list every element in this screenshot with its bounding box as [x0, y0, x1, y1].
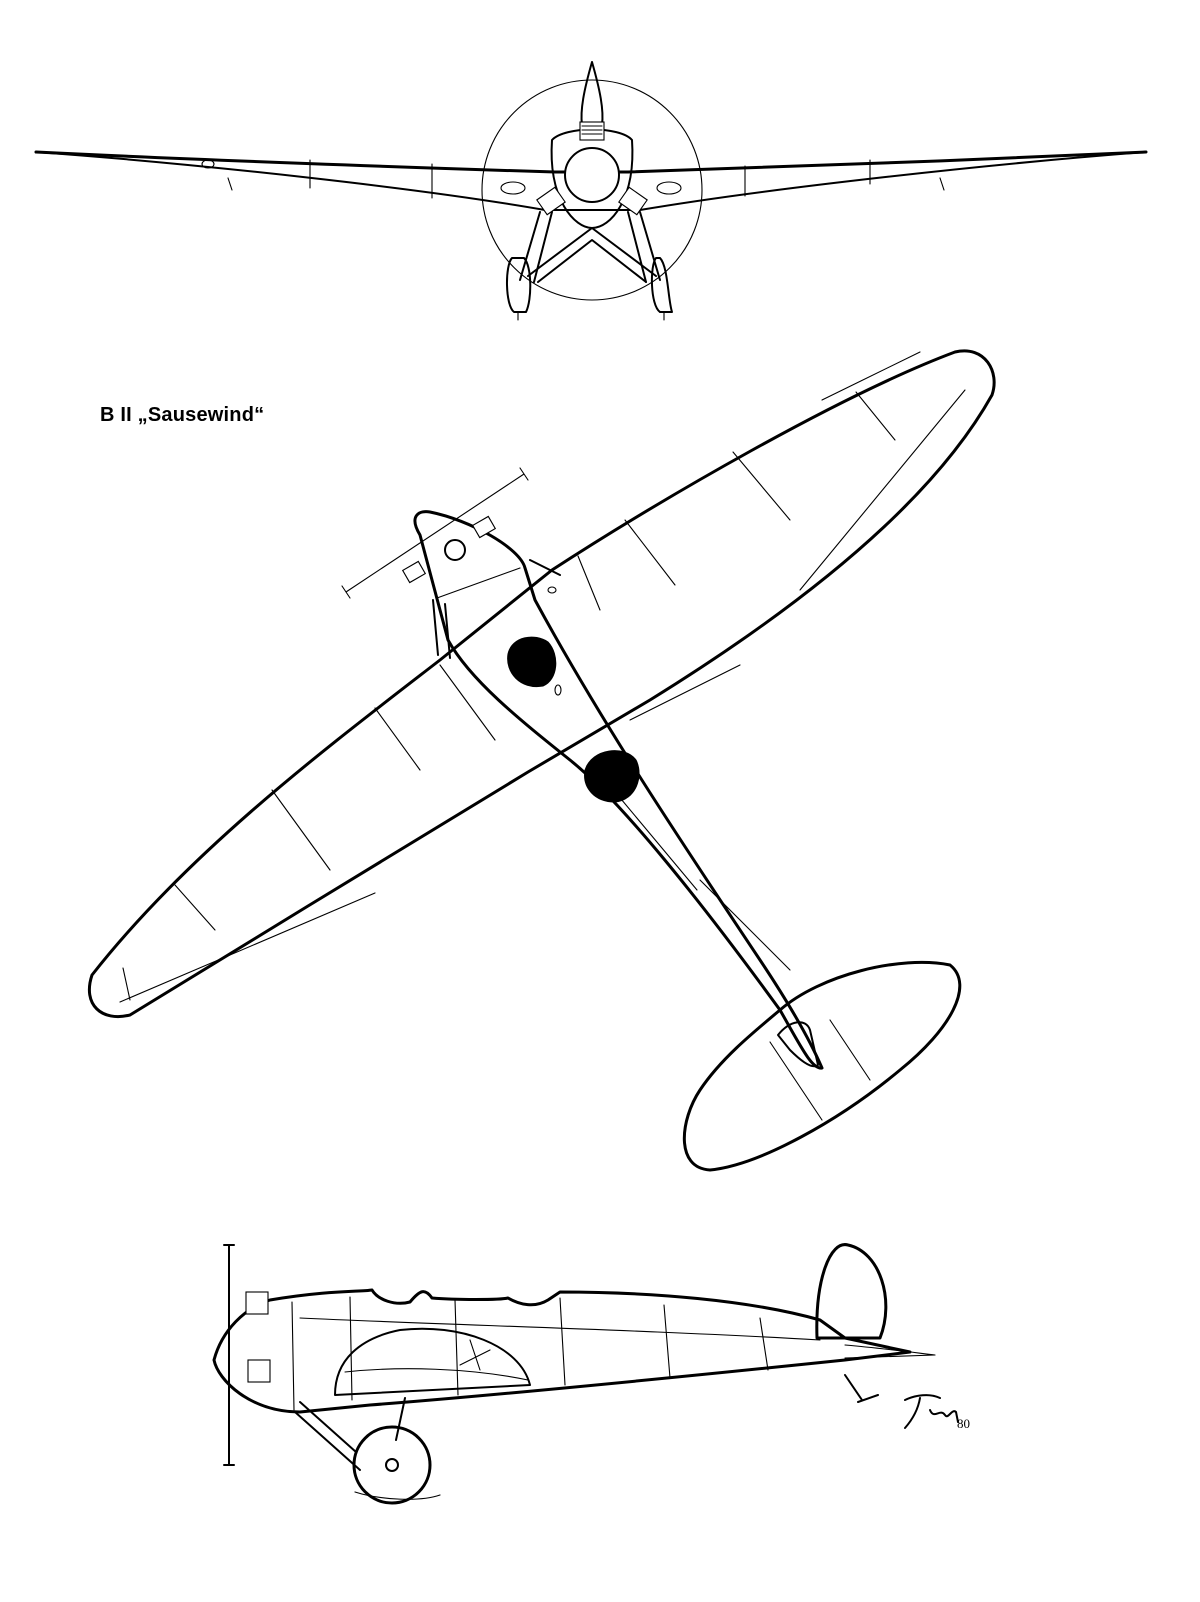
cylinder-side-lower — [247, 1359, 271, 1383]
aileron-lines — [119, 351, 966, 1003]
propeller-blade-upper — [580, 61, 604, 126]
undercarriage-struts — [519, 211, 661, 283]
main-gear-struts-side — [294, 1397, 406, 1471]
fuselage-stringer-side — [299, 1317, 821, 1341]
wingtip-skids — [227, 177, 945, 191]
fuselage-vent — [554, 684, 562, 696]
cylinder-top-right — [471, 515, 497, 539]
wheel-hubs — [517, 311, 665, 321]
fuselage-outline — [413, 510, 824, 1070]
cylinder-top-left — [401, 560, 427, 584]
fuselage-panel-lines — [436, 567, 791, 971]
wing-outline — [87, 349, 996, 1018]
right-cylinder — [618, 186, 648, 216]
landing-gear-struts-top — [432, 559, 561, 659]
artist-signature: 80 — [904, 1394, 970, 1431]
ground-line — [354, 1491, 441, 1500]
height-dimension — [223, 1244, 235, 1466]
wing-port-left — [201, 159, 215, 169]
top-cylinder-fins — [581, 125, 603, 135]
signature-year: 80 — [957, 1416, 970, 1431]
front-view — [34, 61, 1148, 321]
vertical-fin — [815, 1243, 888, 1340]
spinner-top — [444, 539, 466, 561]
top-view — [87, 349, 996, 1172]
wing-root-fairing — [334, 1327, 531, 1396]
tailplane-side — [844, 1344, 936, 1359]
wing-rib-lines — [309, 159, 871, 199]
elevator-lines — [769, 1019, 871, 1121]
wing-root-detail — [344, 1339, 529, 1381]
tail-skid — [844, 1374, 879, 1403]
spinner — [564, 147, 620, 203]
right-wheel — [650, 257, 673, 313]
front-cockpit-opening — [507, 636, 557, 688]
cylinder-side-upper — [245, 1291, 269, 1315]
propeller-disc — [481, 79, 703, 301]
fuselage-stringer — [615, 792, 698, 891]
horizontal-stabilizer — [682, 961, 962, 1172]
fuselage-frame-lines — [291, 1296, 769, 1411]
fuselage-fitting — [547, 586, 557, 594]
left-cylinder — [536, 186, 566, 216]
side-view — [212, 1243, 936, 1505]
undercarriage-cross-braces — [527, 227, 657, 283]
tail-fin-top — [777, 1021, 819, 1068]
top-cylinder — [579, 121, 605, 141]
rear-cockpit-opening — [584, 750, 640, 803]
aircraft-title: B II „Sausewind“ — [100, 404, 265, 426]
fuselage-side — [212, 1288, 912, 1414]
wing-lower-edge — [35, 151, 1147, 211]
strut-fitting-right — [656, 181, 682, 195]
strut-fitting-left — [500, 181, 526, 195]
propeller-span-dimension — [341, 467, 529, 599]
main-wheel-hub — [385, 1458, 399, 1472]
signature-scribble — [904, 1394, 959, 1429]
wing-rib-lines — [122, 391, 896, 1001]
main-wheel — [352, 1425, 432, 1505]
left-wheel — [506, 257, 532, 313]
